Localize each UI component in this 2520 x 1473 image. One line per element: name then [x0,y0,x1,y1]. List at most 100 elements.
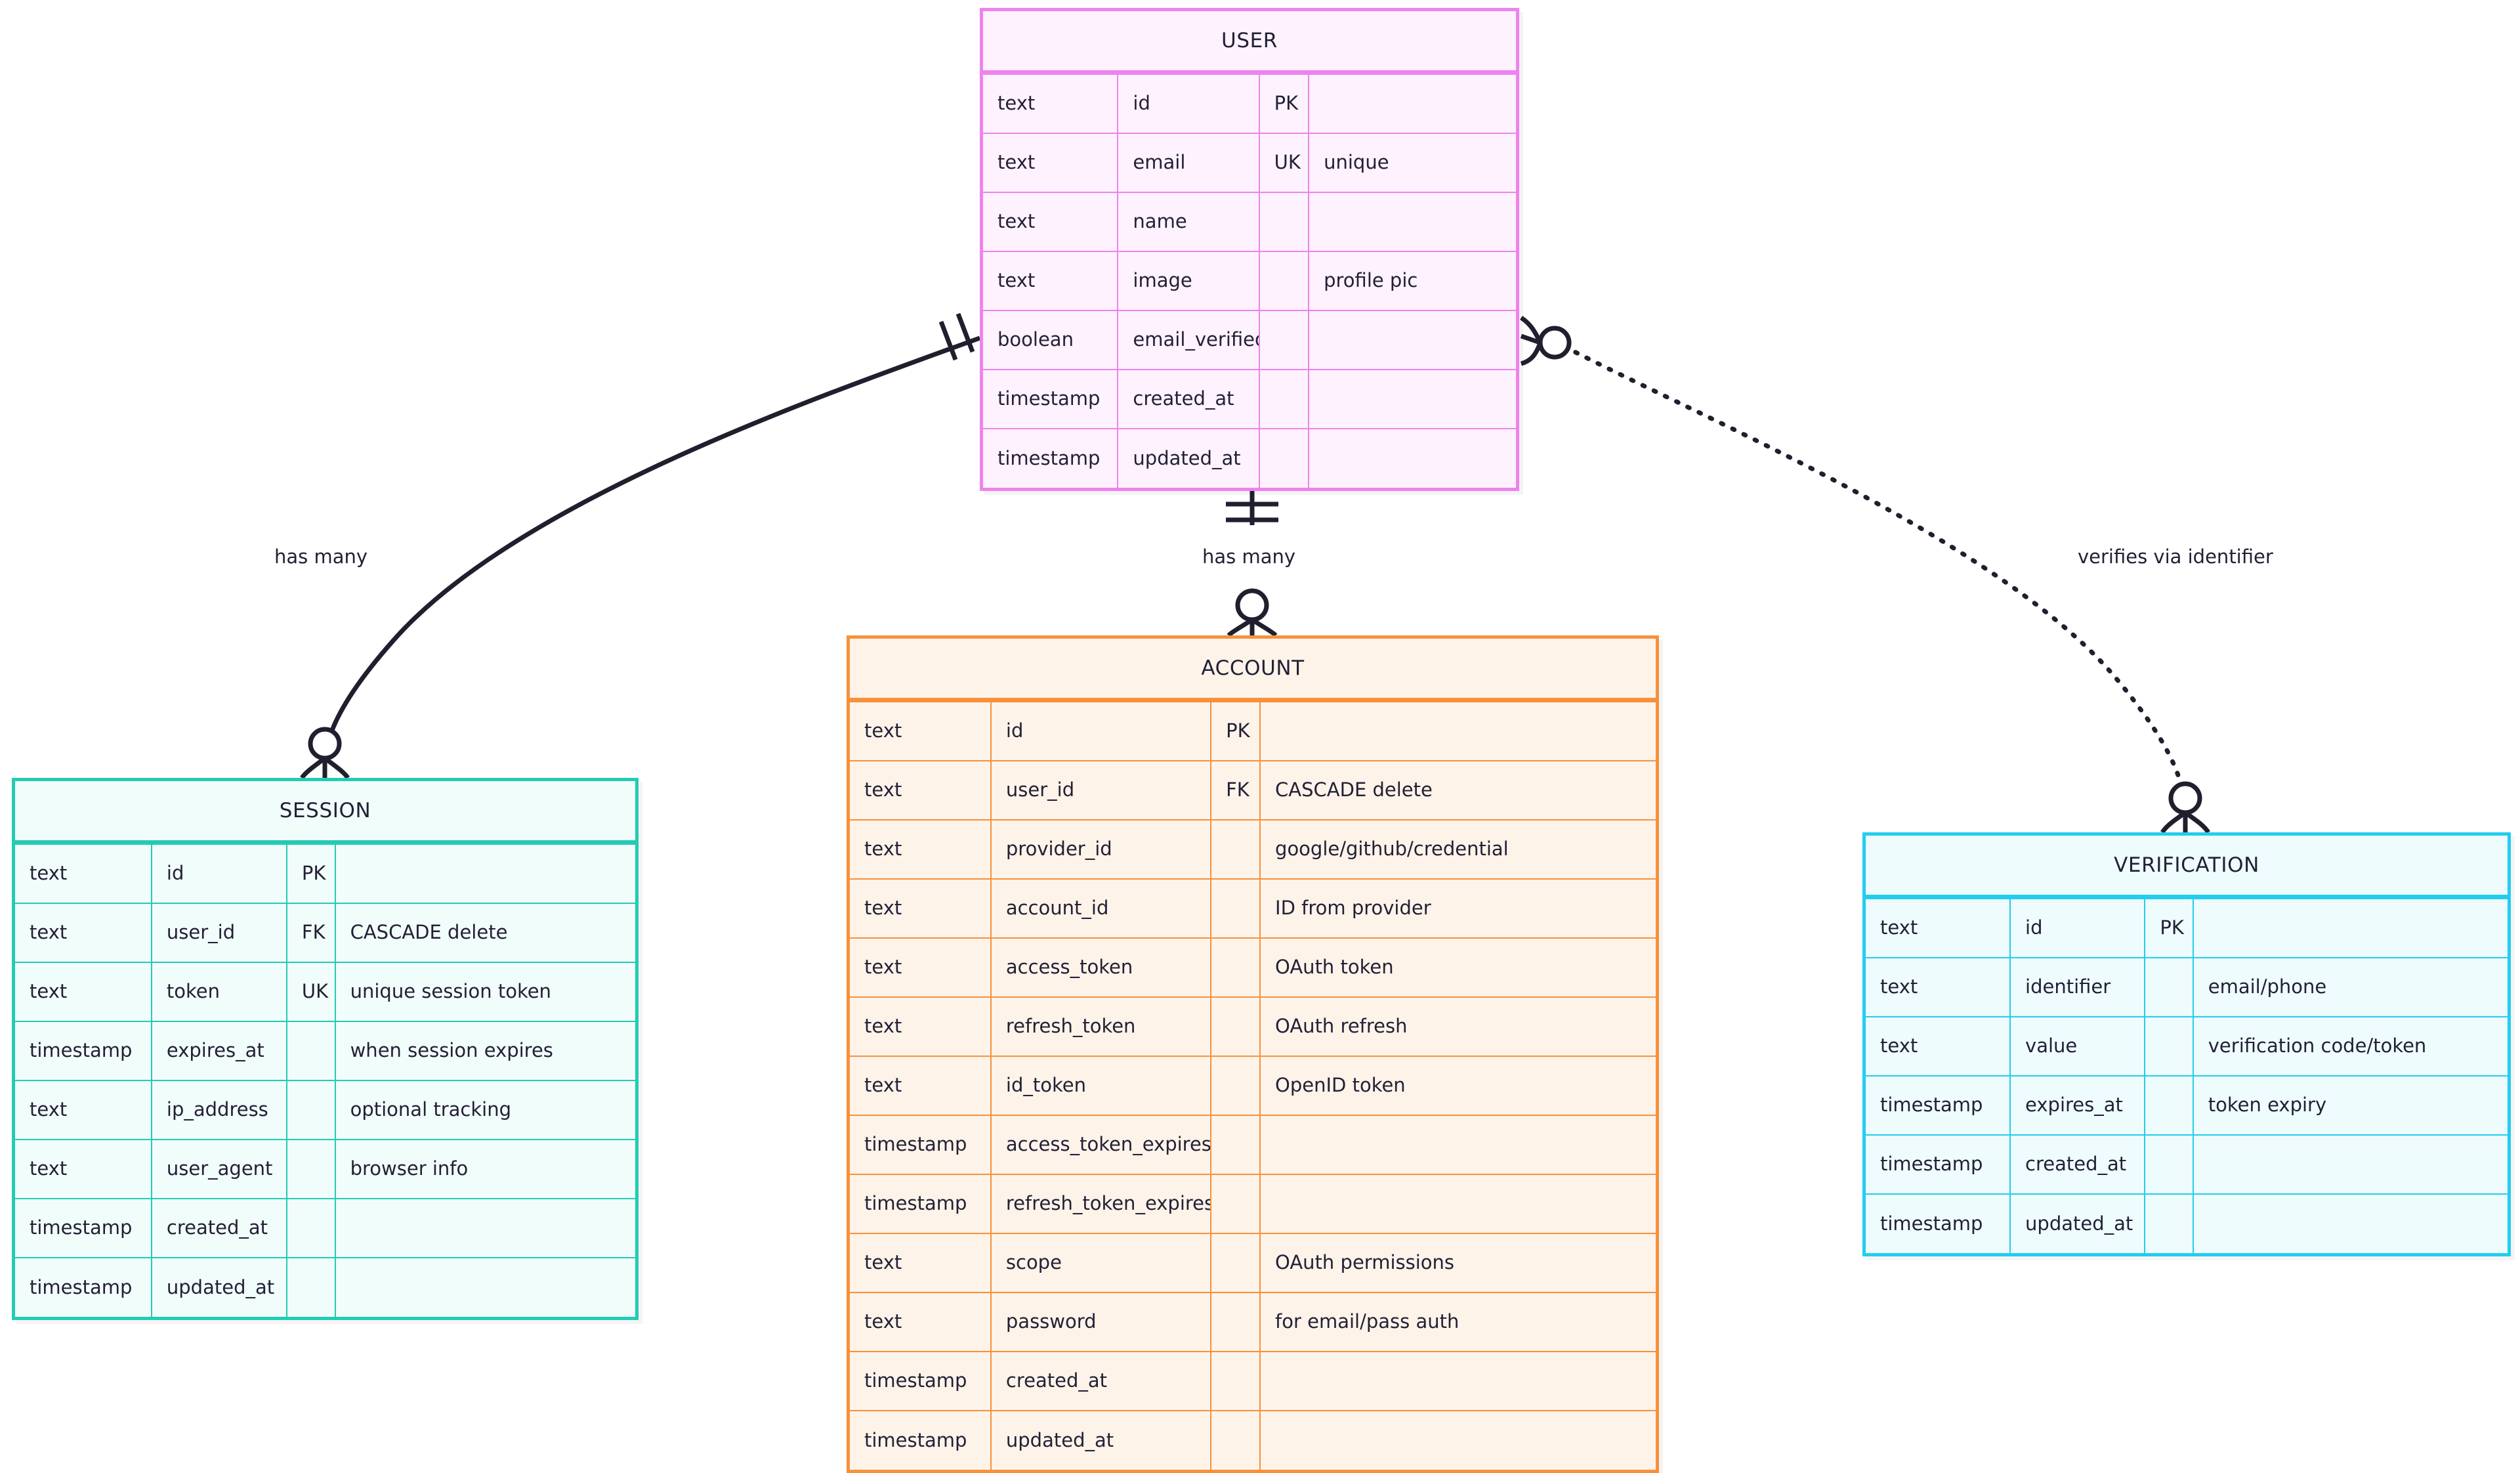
table-row[interactable]: text image profile pic [983,251,1516,311]
entity-title-session: SESSION [15,781,635,843]
attribute-table-user: text id PK text email UK unique text nam… [983,74,1516,488]
attr-key [1210,1410,1261,1470]
table-row[interactable]: text id_token OpenID token [850,1056,1656,1116]
table-row[interactable]: text id PK [15,843,635,904]
table-row[interactable]: text account_id ID from provider [850,878,1656,939]
table-row[interactable]: text identifier email/phone [1866,957,2508,1017]
table-row[interactable]: text user_agent browser info [15,1139,635,1199]
entity-account[interactable]: ACCOUNT text id PK text user_id FK CASCA… [847,635,1659,1473]
entity-verification[interactable]: VERIFICATION text id PK text identifier … [1862,832,2511,1256]
attribute-table-account: text id PK text user_id FK CASCADE delet… [850,701,1656,1470]
table-row[interactable]: text token UK unique session token [15,962,635,1022]
attr-key: PK [1210,701,1261,761]
attr-type: text [850,819,992,880]
attr-key: UK [1258,133,1310,193]
table-row[interactable]: timestamp created_at [1866,1134,2508,1195]
attr-comment [1308,369,1516,429]
table-row[interactable]: timestamp created_at [850,1351,1656,1411]
attr-type: timestamp [1866,1134,2011,1195]
attr-comment [1308,310,1516,370]
attr-comment [2192,898,2508,958]
attr-name: scope [990,1233,1212,1293]
attr-name: email [1117,133,1260,193]
attr-comment: unique session token [334,962,635,1022]
attr-name: value [2009,1016,2146,1077]
attr-key [1210,1115,1261,1175]
cardinality-zero-or-many-account [1227,588,1278,637]
attr-name: created_at [990,1351,1212,1411]
entity-title-account: ACCOUNT [850,639,1656,701]
attr-name: image [1117,251,1260,311]
table-row[interactable]: timestamp created_at [15,1198,635,1258]
attr-comment [1308,74,1516,134]
relationship-label-user-verification: verifies via identifier [2078,545,2273,568]
attr-name: refresh_token_expires_at [990,1174,1212,1234]
attr-type: timestamp [1866,1075,2011,1136]
attr-type: text [850,760,992,821]
table-row[interactable]: text provider_id google/github/credentia… [850,819,1656,880]
table-row[interactable]: timestamp created_at [983,369,1516,429]
attr-name: email_verified [1117,310,1260,370]
attr-name: created_at [150,1198,287,1258]
table-row[interactable]: text name [983,192,1516,252]
table-row[interactable]: text access_token OAuth token [850,937,1656,998]
attr-type: timestamp [850,1351,992,1411]
table-row[interactable]: boolean email_verified [983,310,1516,370]
table-row[interactable]: text refresh_token OAuth refresh [850,996,1656,1057]
relationship-label-user-account: has many [1202,545,1296,568]
attr-name: created_at [2009,1134,2146,1195]
table-row[interactable]: timestamp updated_at [1866,1193,2508,1253]
entity-user[interactable]: USER text id PK text email UK unique tex… [980,8,1519,491]
attr-name: created_at [1117,369,1260,429]
attr-type: timestamp [1866,1193,2011,1253]
attr-type: text [850,937,992,998]
attr-name: id [150,843,287,904]
attr-type: text [850,1056,992,1116]
attribute-table-session: text id PK text user_id FK CASCADE delet… [15,843,635,1317]
attr-type: timestamp [850,1174,992,1234]
table-row[interactable]: text ip_address optional tracking [15,1080,635,1140]
table-row[interactable]: timestamp updated_at [850,1410,1656,1470]
table-row[interactable]: text id PK [850,701,1656,761]
attr-name: expires_at [2009,1075,2146,1136]
table-row[interactable]: timestamp updated_at [983,428,1516,488]
attr-type: text [15,903,152,963]
attr-comment: for email/pass auth [1259,1292,1656,1352]
table-row[interactable]: timestamp refresh_token_expires_at [850,1174,1656,1234]
table-row[interactable]: text scope OAuth permissions [850,1233,1656,1293]
attr-comment: profile pic [1308,251,1516,311]
attr-key [1210,1174,1261,1234]
attr-comment [1259,701,1656,761]
table-row[interactable]: timestamp expires_at token expiry [1866,1075,2508,1136]
attr-type: timestamp [15,1257,152,1317]
table-row[interactable]: text user_id FK CASCADE delete [850,760,1656,821]
attr-key [285,1021,336,1081]
table-row[interactable]: timestamp access_token_expires_at [850,1115,1656,1175]
attr-comment: when session expires [334,1021,635,1081]
attr-comment: CASCADE delete [334,903,635,963]
attr-comment [1259,1351,1656,1411]
table-row[interactable]: text id PK [983,74,1516,134]
table-row[interactable]: timestamp updated_at [15,1257,635,1317]
cardinality-zero-or-many-user-verification [1519,316,1572,366]
table-row[interactable]: text value verification code/token [1866,1016,2508,1077]
entity-session[interactable]: SESSION text id PK text user_id FK CASCA… [12,778,639,1320]
attribute-table-verification: text id PK text identifier email/phone t… [1866,898,2508,1253]
attr-type: text [15,962,152,1022]
attr-name: updated_at [990,1410,1212,1470]
attr-comment: OpenID token [1259,1056,1656,1116]
table-row[interactable]: text user_id FK CASCADE delete [15,903,635,963]
attr-key [1210,937,1261,998]
table-row[interactable]: text email UK unique [983,133,1516,193]
attr-name: id_token [990,1056,1212,1116]
table-row[interactable]: text id PK [1866,898,2508,958]
attr-key: PK [285,843,336,904]
attr-name: refresh_token [990,996,1212,1057]
attr-key [1210,819,1261,880]
attr-comment: verification code/token [2192,1016,2508,1077]
table-row[interactable]: timestamp expires_at when session expire… [15,1021,635,1081]
attr-key [1258,251,1310,311]
table-row[interactable]: text password for email/pass auth [850,1292,1656,1352]
attr-key [1210,1233,1261,1293]
cardinality-zero-or-many-verification [2160,781,2211,834]
